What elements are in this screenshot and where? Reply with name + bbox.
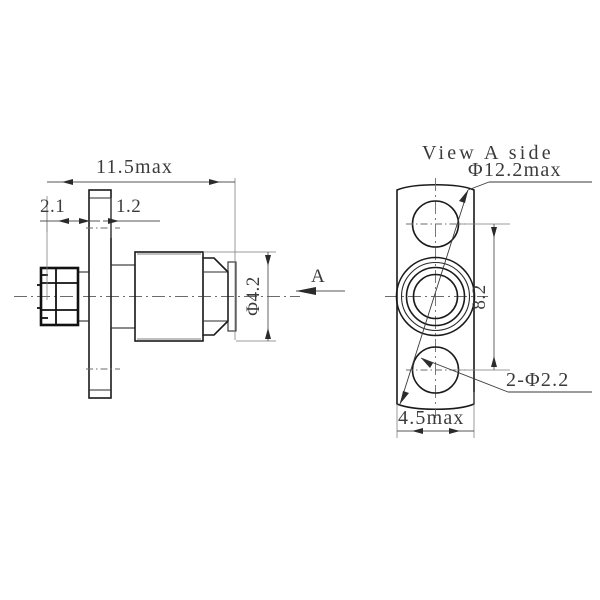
section-marker-a-label: A (311, 266, 325, 287)
view-a-front-view: View A side (385, 142, 592, 438)
dimension-step-offset-text: 1.2 (116, 196, 141, 217)
hex-nut (202, 257, 237, 336)
callout-mounting-holes-text: 2-Φ2.2 (506, 369, 569, 391)
dimension-body-diameter-text: Φ4.2 (243, 276, 264, 316)
dimension-flange-thickness: 2.1 (40, 196, 100, 232)
callout-mounting-holes: 2-Φ2.2 (420, 357, 592, 393)
dimension-flange-thickness-text: 2.1 (40, 196, 65, 217)
dimension-flange-diameter: Φ12.2max (399, 159, 592, 405)
dimension-hole-spacing: 8.2 (458, 223, 510, 371)
section-marker-a: A (296, 266, 345, 295)
side-section-view: 11.5max 2.1 1.2 Φ4.2 (14, 156, 345, 399)
dimension-hole-spacing-text: 8.2 (469, 284, 490, 309)
dimension-step-offset: 1.2 (103, 196, 160, 238)
view-a-title: View A side (422, 142, 554, 164)
dimension-body-diameter: Φ4.2 (203, 251, 276, 342)
dimension-overall-length-text: 11.5max (96, 156, 173, 178)
coaxial-interface-rings (395, 256, 476, 337)
dimension-flange-width-text: 4.5max (398, 407, 465, 429)
dimension-flange-width: 4.5max (396, 392, 475, 438)
center-contact-pin (37, 266, 80, 327)
dimension-flange-diameter-text: Φ12.2max (468, 159, 562, 181)
dimension-overall-length: 11.5max (46, 156, 236, 340)
